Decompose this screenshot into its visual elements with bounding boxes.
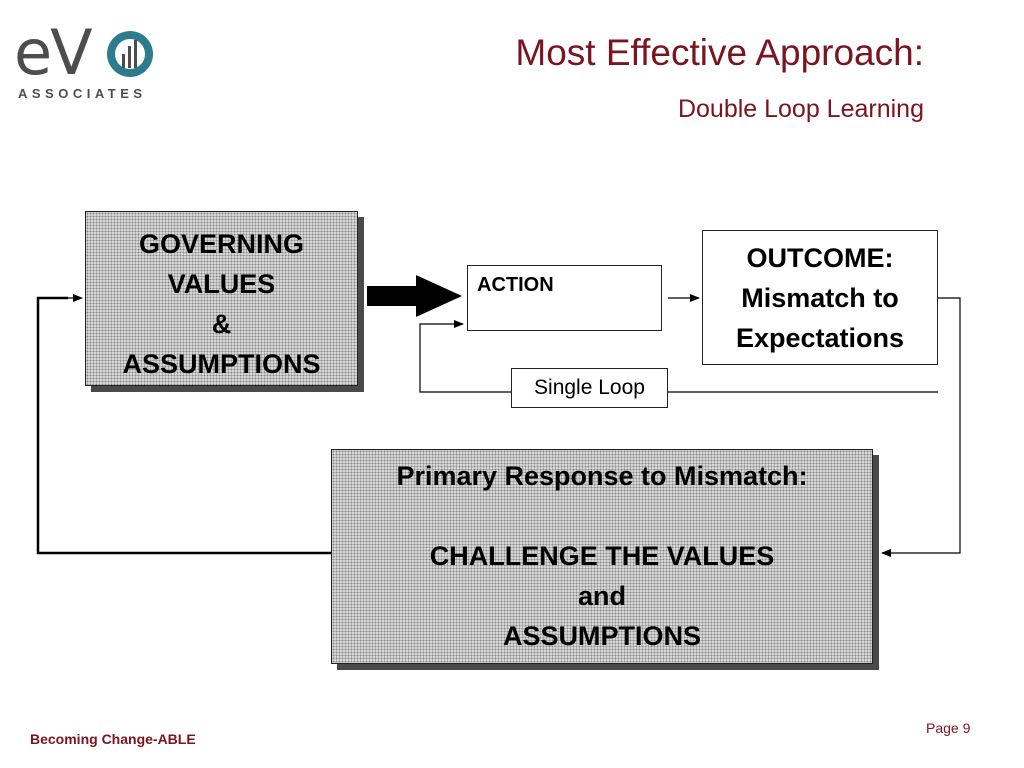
outcome-box: OUTCOME: Mismatch to Expectations — [702, 230, 938, 365]
action-box: ACTION — [467, 265, 662, 331]
single-loop-text: Single Loop — [534, 376, 645, 399]
governing-line-1: GOVERNING — [138, 229, 305, 259]
governing-values-box: GOVERNING VALUES & ASSUMPTIONS — [85, 211, 358, 386]
governing-line-2: VALUES — [167, 269, 276, 299]
governing-line-4: ASSUMPTIONS — [122, 349, 321, 379]
logo-subtitle: ASSOCIATES — [18, 86, 147, 101]
response-line-1: CHALLENGE THE VALUES — [429, 541, 775, 571]
logo-letters: eV — [14, 16, 93, 89]
connector-outcome-response — [881, 297, 961, 557]
page-title: Most Effective Approach: — [515, 32, 924, 73]
response-line-3: ASSUMPTIONS — [502, 621, 702, 651]
response-spacer — [332, 496, 872, 536]
single-loop-label: Single Loop — [511, 368, 668, 408]
response-heading: Primary Response to Mismatch: — [396, 461, 808, 491]
outcome-line-1: OUTCOME: — [746, 243, 894, 273]
single-loop-line — [419, 320, 938, 393]
page-number: Page 9 — [926, 720, 971, 736]
footer-tagline: Becoming Change-ABLE — [30, 731, 196, 747]
primary-response-box: Primary Response to Mismatch: CHALLENGE … — [331, 449, 873, 664]
outcome-line-2: Mismatch to — [741, 283, 899, 313]
page-subtitle: Double Loop Learning — [677, 95, 924, 123]
action-label: ACTION — [477, 274, 554, 296]
logo-circle-icon — [107, 31, 153, 77]
block-arrow — [367, 275, 462, 317]
double-loop-line — [36, 296, 331, 555]
evo-logo: eV ASSOCIATES — [14, 22, 154, 102]
outcome-line-3: Expectations — [735, 323, 905, 353]
response-line-2: and — [577, 581, 626, 611]
governing-line-3: & — [211, 309, 232, 339]
